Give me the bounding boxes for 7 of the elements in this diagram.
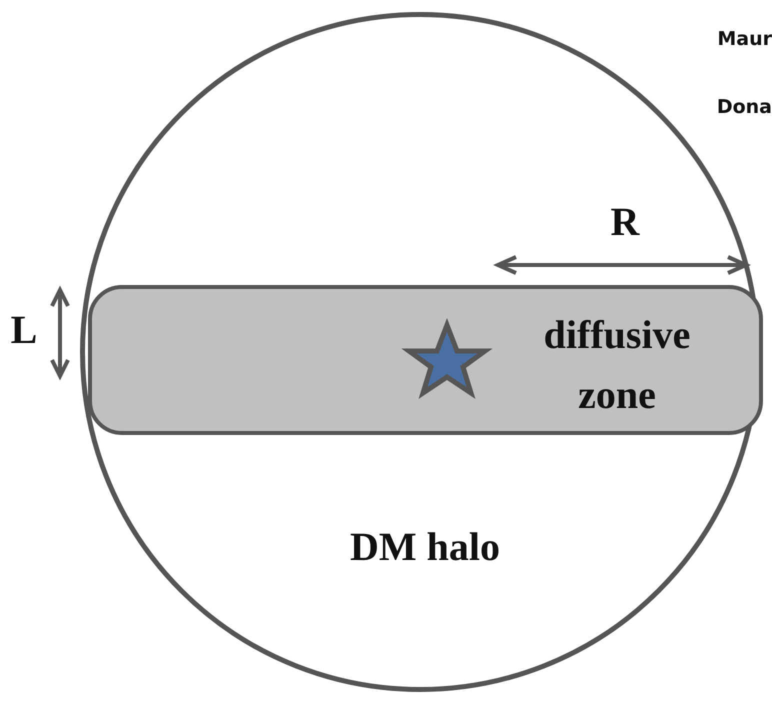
author-name: Dona (716, 96, 772, 118)
author-name: Maur (717, 28, 772, 50)
dimension-label: L (10, 306, 38, 354)
diffusive-zone-band (88, 285, 763, 435)
dimension-label: R (610, 198, 641, 246)
zone-label: diffusive zone (542, 311, 692, 419)
halo-label: DM halo (349, 523, 501, 571)
